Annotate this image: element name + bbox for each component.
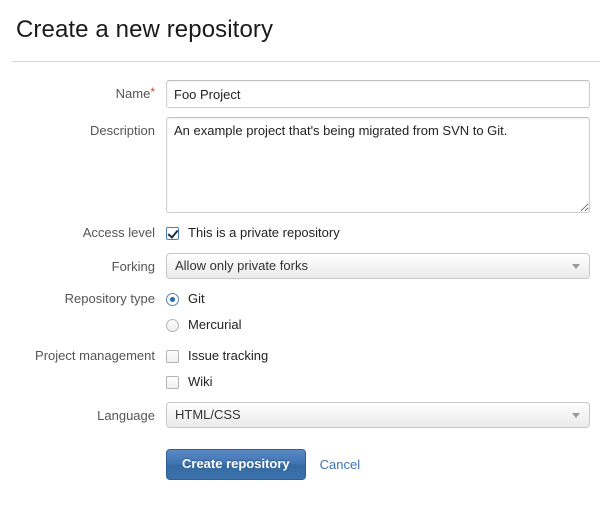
actions-control: Create repository Cancel: [166, 437, 612, 480]
create-repository-button[interactable]: Create repository: [166, 449, 306, 480]
access-level-control: This is a private repository: [166, 222, 612, 244]
actions-spacer: [0, 437, 166, 443]
repository-type-option-git[interactable]: Git: [166, 288, 590, 310]
name-label: Name*: [0, 80, 166, 102]
title-divider: [12, 61, 600, 62]
project-management-option-issue-tracking[interactable]: Issue tracking: [166, 345, 590, 367]
field-row-forking: Forking Allow only private forks: [0, 253, 612, 279]
language-label: Language: [97, 408, 155, 423]
repository-type-mercurial-label: Mercurial: [188, 317, 242, 332]
language-select[interactable]: HTML/CSS: [166, 402, 590, 428]
private-repository-label: This is a private repository: [188, 225, 340, 240]
language-control: HTML/CSS: [166, 402, 612, 428]
repository-type-git-label: Git: [188, 291, 205, 306]
cancel-link[interactable]: Cancel: [319, 457, 361, 472]
forking-label: Forking: [111, 259, 155, 274]
repository-type-control: Git Mercurial: [166, 288, 612, 336]
project-management-label: Project management: [35, 348, 155, 363]
page-title: Create a new repository: [16, 16, 274, 43]
required-asterisk-icon: *: [150, 85, 155, 99]
forking-select[interactable]: Allow only private forks: [166, 253, 590, 279]
forking-control: Allow only private forks: [166, 253, 612, 279]
field-row-actions: Create repository Cancel: [0, 437, 612, 480]
description-textarea[interactable]: [166, 117, 590, 213]
project-management-option-wiki[interactable]: Wiki: [166, 371, 590, 393]
name-input[interactable]: [166, 80, 590, 108]
field-row-language: Language HTML/CSS: [0, 402, 612, 428]
checkbox-unchecked-icon[interactable]: [166, 349, 179, 363]
field-row-project-management: Project management Issue tracking Wiki: [0, 345, 612, 393]
issue-tracking-label: Issue tracking: [188, 348, 269, 363]
checkbox-unchecked-icon[interactable]: [166, 375, 179, 389]
repository-type-option-mercurial[interactable]: Mercurial: [166, 314, 590, 336]
language-select-wrap: HTML/CSS: [166, 402, 590, 428]
project-management-control: Issue tracking Wiki: [166, 345, 612, 393]
private-repository-option[interactable]: This is a private repository: [166, 222, 590, 244]
field-row-repository-type: Repository type Git Mercurial: [0, 288, 612, 336]
name-control: [166, 80, 612, 108]
forking-select-wrap: Allow only private forks: [166, 253, 590, 279]
actions-row: Create repository Cancel: [166, 449, 590, 480]
checkbox-checked-icon[interactable]: [166, 226, 179, 240]
description-label: Description: [89, 123, 155, 138]
radio-unselected-icon[interactable]: [166, 318, 179, 332]
create-repository-page: Create a new repository Name* Descriptio…: [0, 0, 612, 480]
access-level-label: Access level: [82, 225, 155, 240]
wiki-label: Wiki: [188, 374, 213, 389]
create-repository-form: Name* Description Access level This is a…: [0, 62, 612, 480]
field-row-name: Name*: [0, 80, 612, 108]
field-row-description: Description: [0, 117, 612, 213]
field-row-access-level: Access level This is a private repositor…: [0, 222, 612, 244]
description-control: [166, 117, 612, 213]
repository-type-label: Repository type: [64, 291, 155, 306]
name-label-text: Name: [115, 86, 151, 101]
radio-selected-icon[interactable]: [166, 292, 179, 306]
